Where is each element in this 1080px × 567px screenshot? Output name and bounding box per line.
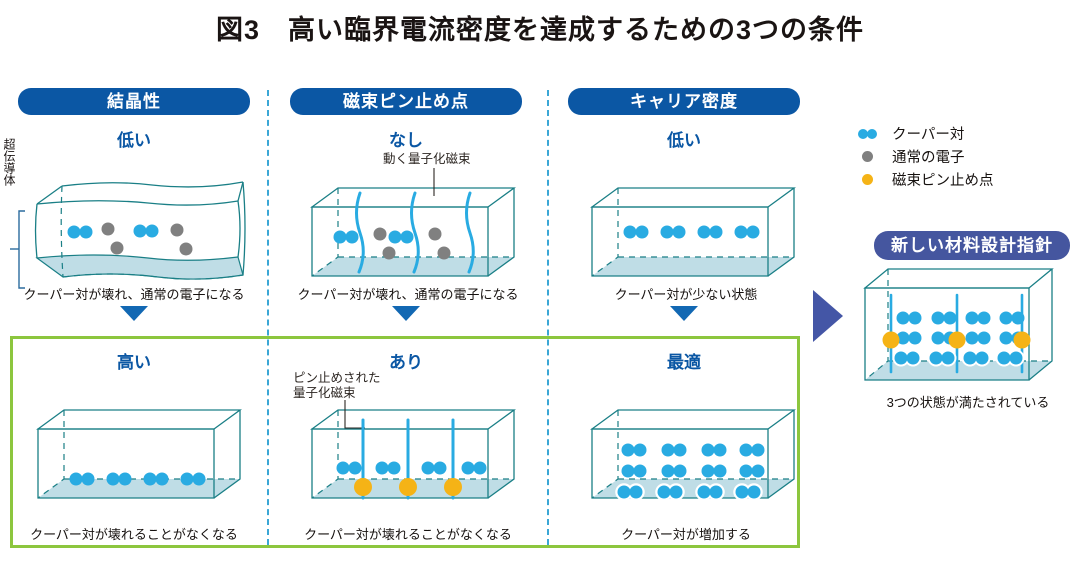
pinning-point-icon [858, 174, 892, 185]
legend-item-normal-electron: 通常の電子 [858, 145, 1058, 168]
cooper-pairs-col2-top [333, 230, 414, 244]
column-divider-1 [267, 90, 269, 545]
flux-lines-col2-top [355, 191, 475, 274]
box-result [863, 268, 1054, 381]
annotation-moving-flux: 動く量子化磁束 [383, 152, 471, 166]
caption-result: 3つの状態が満たされている [886, 395, 1050, 410]
box-col2-bottom [310, 400, 516, 500]
legend-item-pinning-point: 磁束ピン止め点 [858, 168, 1058, 191]
box-col3-top [590, 187, 796, 277]
caption-col3-bottom: クーパー対が増加する [621, 527, 751, 542]
legend-item-cooper-pair: クーパー対 [858, 122, 1058, 145]
state-label-col2-top: なし [389, 131, 423, 150]
state-label-col1-bottom: 高い [117, 353, 151, 372]
column-badge-crystallinity: 結晶性 [18, 88, 250, 115]
legend-label-pinning-point: 磁束ピン止め点 [892, 173, 994, 189]
cooper-pairs-col3-top [623, 225, 760, 239]
legend-label-cooper-pair: クーパー対 [892, 127, 965, 143]
page-title: 図3 高い臨界電流密度を達成するための3つの条件 [215, 15, 865, 45]
annotation-pinned-flux-line2: 量子化磁束 [293, 386, 356, 400]
right-arrow-to-result [813, 290, 843, 342]
annotation-pinned-flux-line1: ピン止めされた [293, 371, 381, 385]
column-badge-carrier: キャリア密度 [568, 88, 800, 115]
legend: クーパー対 通常の電子 磁束ピン止め点 [858, 122, 1058, 191]
superconductor-axis-label: 超伝導体 [2, 138, 16, 186]
normal-electrons-col2-top [373, 227, 451, 260]
box-col1-bottom [36, 409, 242, 499]
box-col1-top [10, 181, 246, 289]
caption-col2-top: クーパー対が壊れ、通常の電子になる [297, 287, 519, 302]
normal-electron-icon [858, 151, 892, 162]
optimal-highlight-frame [10, 336, 800, 548]
down-arrow-col1 [120, 306, 148, 321]
result-badge: 新しい材料設計指針 [874, 231, 1070, 260]
pinning-points-col2-bottom [354, 478, 462, 496]
down-arrow-col3 [670, 306, 698, 321]
pinning-points-result [882, 331, 1031, 349]
legend-label-normal-electron: 通常の電子 [892, 150, 965, 166]
caption-col1-top: クーパー対が壊れ、通常の電子になる [23, 287, 245, 302]
column-badge-pinning: 磁束ピン止め点 [290, 88, 522, 115]
state-label-col1-top: 低い [117, 131, 151, 150]
down-arrow-col2 [392, 306, 420, 321]
caption-col2-bottom: クーパー対が壊れることがなくなる [304, 527, 512, 542]
caption-col3-top: クーパー対が少ない状態 [614, 287, 758, 302]
normal-electrons-col1-top [101, 222, 193, 256]
state-label-col3-top: 低い [667, 131, 701, 150]
state-label-col2-bottom: あり [389, 353, 423, 372]
cooper-pairs-col1-bottom [69, 472, 206, 486]
state-label-col3-bottom: 最適 [667, 353, 701, 372]
cooper-pair-icon [858, 128, 892, 139]
caption-col1-bottom: クーパー対が壊れることがなくなる [30, 527, 238, 542]
box-col2-top [310, 168, 516, 277]
column-divider-2 [547, 90, 549, 545]
cooper-pairs-col1-top [67, 224, 159, 239]
cooper-pairs-col2-bottom [336, 461, 487, 475]
cooper-pairs-col3-bottom [615, 443, 765, 501]
box-col3-bottom [590, 409, 796, 501]
